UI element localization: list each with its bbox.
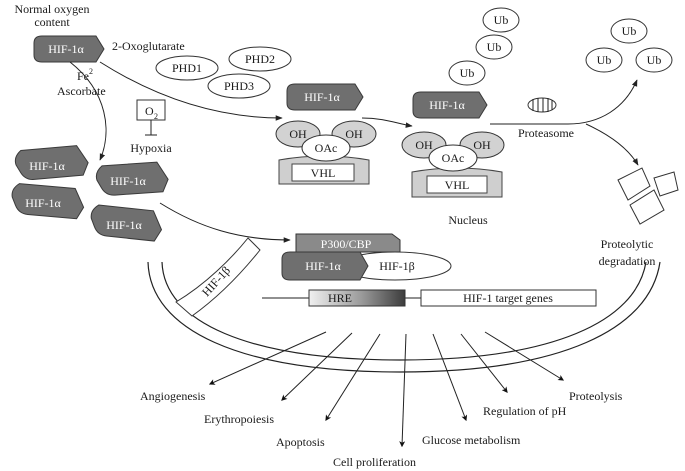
hif1a-hydroxylated-protein: HIF-1α [286, 83, 364, 111]
normal-oxygen-label-1: Normal oxygen [15, 2, 90, 16]
target-genes-box: HIF-1 target genes [420, 289, 597, 307]
hif1a-protein-normal: HIF-1α [33, 35, 105, 63]
svg-text:PHD1: PHD1 [172, 61, 202, 75]
arrow-angiogenesis [208, 331, 327, 385]
hypoxia-stabilization-arrow [69, 61, 107, 161]
svg-text:PHD2: PHD2 [245, 52, 275, 66]
svg-text:OH: OH [415, 138, 433, 152]
svg-text:OH: OH [289, 127, 307, 141]
svg-text:2: 2 [89, 67, 93, 76]
svg-text:HIF-1α: HIF-1α [110, 174, 146, 188]
proteasome-icon [527, 97, 557, 113]
svg-text:OH: OH [473, 138, 491, 152]
p300-cbp-coactivator: P300/CBP [295, 233, 401, 253]
svg-text:OH: OH [345, 127, 363, 141]
arrow-cell-proliferation [399, 333, 407, 448]
free-ub-3: Ub [635, 47, 673, 73]
svg-text:O: O [145, 104, 154, 118]
phd1-enzyme: PHD1 [155, 55, 219, 81]
svg-text:HIF-1α: HIF-1α [25, 196, 61, 210]
svg-text:HIF-1α: HIF-1α [305, 259, 341, 273]
ub-release-arrow [490, 79, 638, 125]
normal-oxygen-label-2: content [34, 15, 70, 29]
outcome-glucose-metabolism: Glucose metabolism [422, 433, 521, 447]
oac-group-2: OAc [428, 144, 478, 172]
hypoxia-label: Hypoxia [130, 141, 172, 155]
hre-element: HRE [308, 289, 406, 307]
vhl-label: VHL [311, 166, 336, 180]
outcome-angiogenesis: Angiogenesis [140, 389, 206, 403]
svg-text:HIF-1α: HIF-1α [429, 98, 465, 112]
svg-text:Ub: Ub [622, 24, 637, 38]
svg-text:HIF-1α: HIF-1α [304, 90, 340, 104]
outcome-apoptosis: Apoptosis [276, 435, 325, 449]
free-ub-2: Ub [585, 47, 623, 73]
hif1b-protein: HIF-1β [175, 237, 261, 317]
ub-chain-2: Ub [475, 34, 513, 60]
svg-text:OAc: OAc [442, 151, 465, 165]
arrow-erythropoiesis [281, 332, 353, 401]
svg-text:Ub: Ub [494, 13, 509, 27]
free-ub-1: Ub [610, 18, 648, 44]
hif1a-accumulated-4: HIF-1α [90, 204, 163, 242]
ub-chain-3: Ub [482, 7, 520, 33]
hif1a-accumulated-1: HIF-1α [14, 145, 89, 180]
degradation-arrow [585, 123, 639, 166]
degradation-label: degradation [599, 254, 656, 268]
nucleus-label: Nucleus [448, 213, 488, 227]
svg-text:PHD3: PHD3 [224, 79, 254, 93]
hif1b-partner-ellipse: HIF-1β [338, 251, 452, 281]
proteolytic-label: Proteolytic [601, 237, 654, 251]
svg-text:VHL: VHL [445, 178, 470, 192]
ub-chain-1: Ub [448, 60, 486, 86]
svg-text:Ub: Ub [647, 53, 662, 67]
svg-text:HRE: HRE [328, 291, 352, 305]
ubiquitination-arrow [361, 117, 413, 128]
svg-text:2: 2 [154, 112, 158, 121]
svg-text:Ub: Ub [597, 53, 612, 67]
svg-text:OAc: OAc [315, 141, 338, 155]
svg-text:Ub: Ub [460, 66, 475, 80]
nuclear-translocation-arrow [159, 202, 291, 243]
svg-text:HIF-1 target genes: HIF-1 target genes [463, 291, 553, 305]
hydroxylation-arrow [99, 61, 283, 121]
vhl-complex-2: VHL [411, 167, 503, 198]
svg-text:HIF-1β: HIF-1β [379, 259, 414, 273]
hif1a-label: HIF-1α [48, 42, 84, 56]
hif1a-nuclear-protein: HIF-1α [281, 251, 369, 281]
oac-group-1: OAc [301, 134, 351, 162]
arrow-glucose-metabolism [432, 333, 468, 422]
outcome-regulation-ph: Regulation of pH [483, 404, 567, 418]
svg-text:HIF-1α: HIF-1α [106, 218, 142, 232]
phd2-enzyme: PHD2 [228, 46, 292, 72]
oxoglutarate-label: 2-Oxoglutarate [112, 39, 185, 53]
vhl-complex-1: VHL [278, 155, 370, 185]
degraded-fragments-icon [617, 167, 679, 225]
outcome-proteolysis: Proteolysis [569, 389, 623, 403]
svg-text:HIF-1α: HIF-1α [29, 159, 65, 173]
outcome-cell-proliferation: Cell proliferation [333, 455, 416, 469]
oxygen-box: O 2 [136, 99, 166, 121]
svg-text:Fe: Fe [77, 69, 89, 83]
svg-text:Ub: Ub [487, 40, 502, 54]
phd3-enzyme: PHD3 [207, 73, 271, 99]
arrow-proteolysis [484, 331, 565, 381]
svg-text:P300/CBP: P300/CBP [321, 237, 372, 251]
fe-label: Fe 2 [77, 67, 93, 83]
hif1a-ubiquitinated-protein: HIF-1α [412, 91, 488, 119]
nuclear-membrane-outer [147, 261, 661, 373]
outcome-erythropoiesis: Erythropoiesis [204, 412, 274, 426]
proteasome-label: Proteasome [518, 126, 574, 140]
arrow-regulation-ph [460, 333, 508, 393]
hif1a-accumulated-2: HIF-1α [11, 183, 85, 220]
arrow-apoptosis [325, 333, 381, 422]
hif1a-accumulated-3: HIF-1α [95, 161, 169, 196]
